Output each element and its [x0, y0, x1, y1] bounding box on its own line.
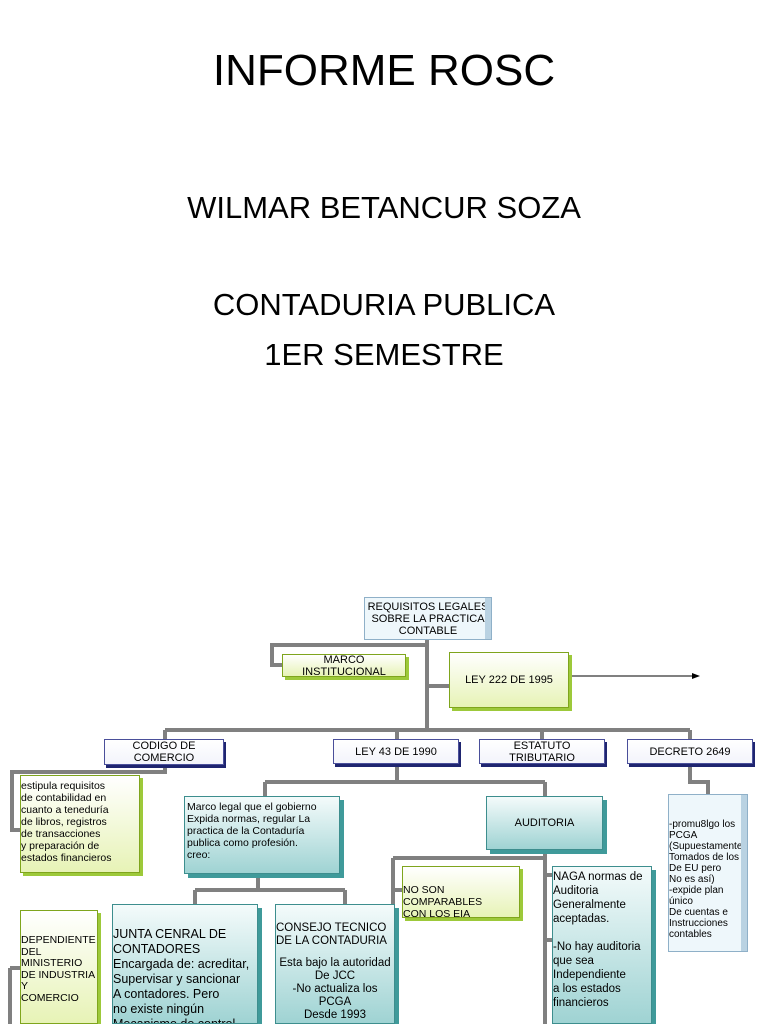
naga-box: NAGA normas de Auditoria Generalmente ac… — [552, 866, 652, 1024]
semester-label: 1ER SEMESTRE — [264, 337, 504, 372]
consejo-tecnico-box: CONSEJO TECNICO DE LA CONTADURIA Esta ba… — [275, 904, 395, 1024]
consejo-tecnico-body: Esta bajo la autoridad De JCC -No actual… — [279, 957, 391, 1021]
dependiente-box: DEPENDIENTE DEL MINISTERIO DE INDUSTRIA … — [20, 910, 98, 1024]
marco-legal-box: Marco legal que el gobierno Expida norma… — [184, 796, 340, 874]
author-name: WILMAR BETANCUR SOZA — [187, 190, 581, 225]
estatuto-tributario-box: ESTATUTO TRIBUTARIO — [479, 739, 605, 764]
no-comparables-box: NO SON COMPARABLES CON LOS EIA — [402, 866, 520, 918]
root-box: REQUISITOS LEGALES SOBRE LA PRACTICA CON… — [364, 597, 492, 640]
decreto-2649-box: DECRETO 2649 — [627, 739, 753, 764]
auditoria-box: AUDITORIA — [486, 796, 603, 850]
codigo-comercio-box: CODIGO DE COMERCIO — [104, 739, 224, 765]
ley-43-box: LEY 43 DE 1990 — [333, 739, 459, 764]
promulgo-box: -promu8lgo los PCGA (Supuestamente Tomad… — [668, 794, 748, 952]
consejo-tecnico-title: CONSEJO TECNICO DE LA CONTADURIA — [276, 922, 387, 947]
career-name: CONTADURIA PUBLICA — [212, 287, 556, 322]
estipula-box: estipula requisitos de contabilidad en c… — [20, 775, 140, 873]
junta-central-box: JUNTA CENRAL DE CONTADORES Encargada de:… — [112, 904, 258, 1024]
ley-222-box: LEY 222 DE 1995 — [449, 652, 569, 708]
marco-institucional-box: MARCO INSTITUCIONAL — [282, 654, 406, 677]
slide-title: INFORME ROSC — [212, 46, 556, 95]
